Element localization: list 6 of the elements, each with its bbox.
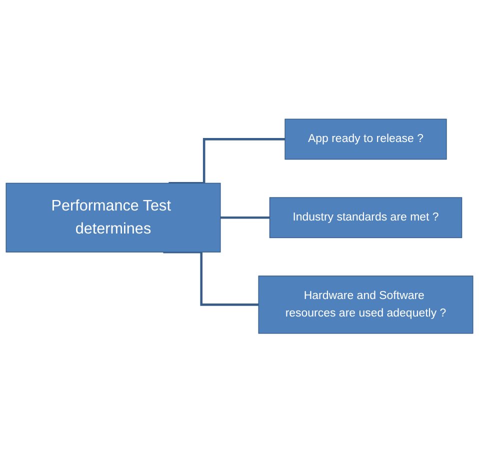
- connector: [220, 216, 270, 219]
- node-box: Performance Test determines: [6, 182, 221, 252]
- node-box: Hardware and Software resources are used adequetly ?: [258, 275, 474, 334]
- node-box: Industry standards are met ?: [269, 196, 462, 238]
- node-box: App ready to release ?: [284, 118, 447, 160]
- connector: [163, 250, 259, 306]
